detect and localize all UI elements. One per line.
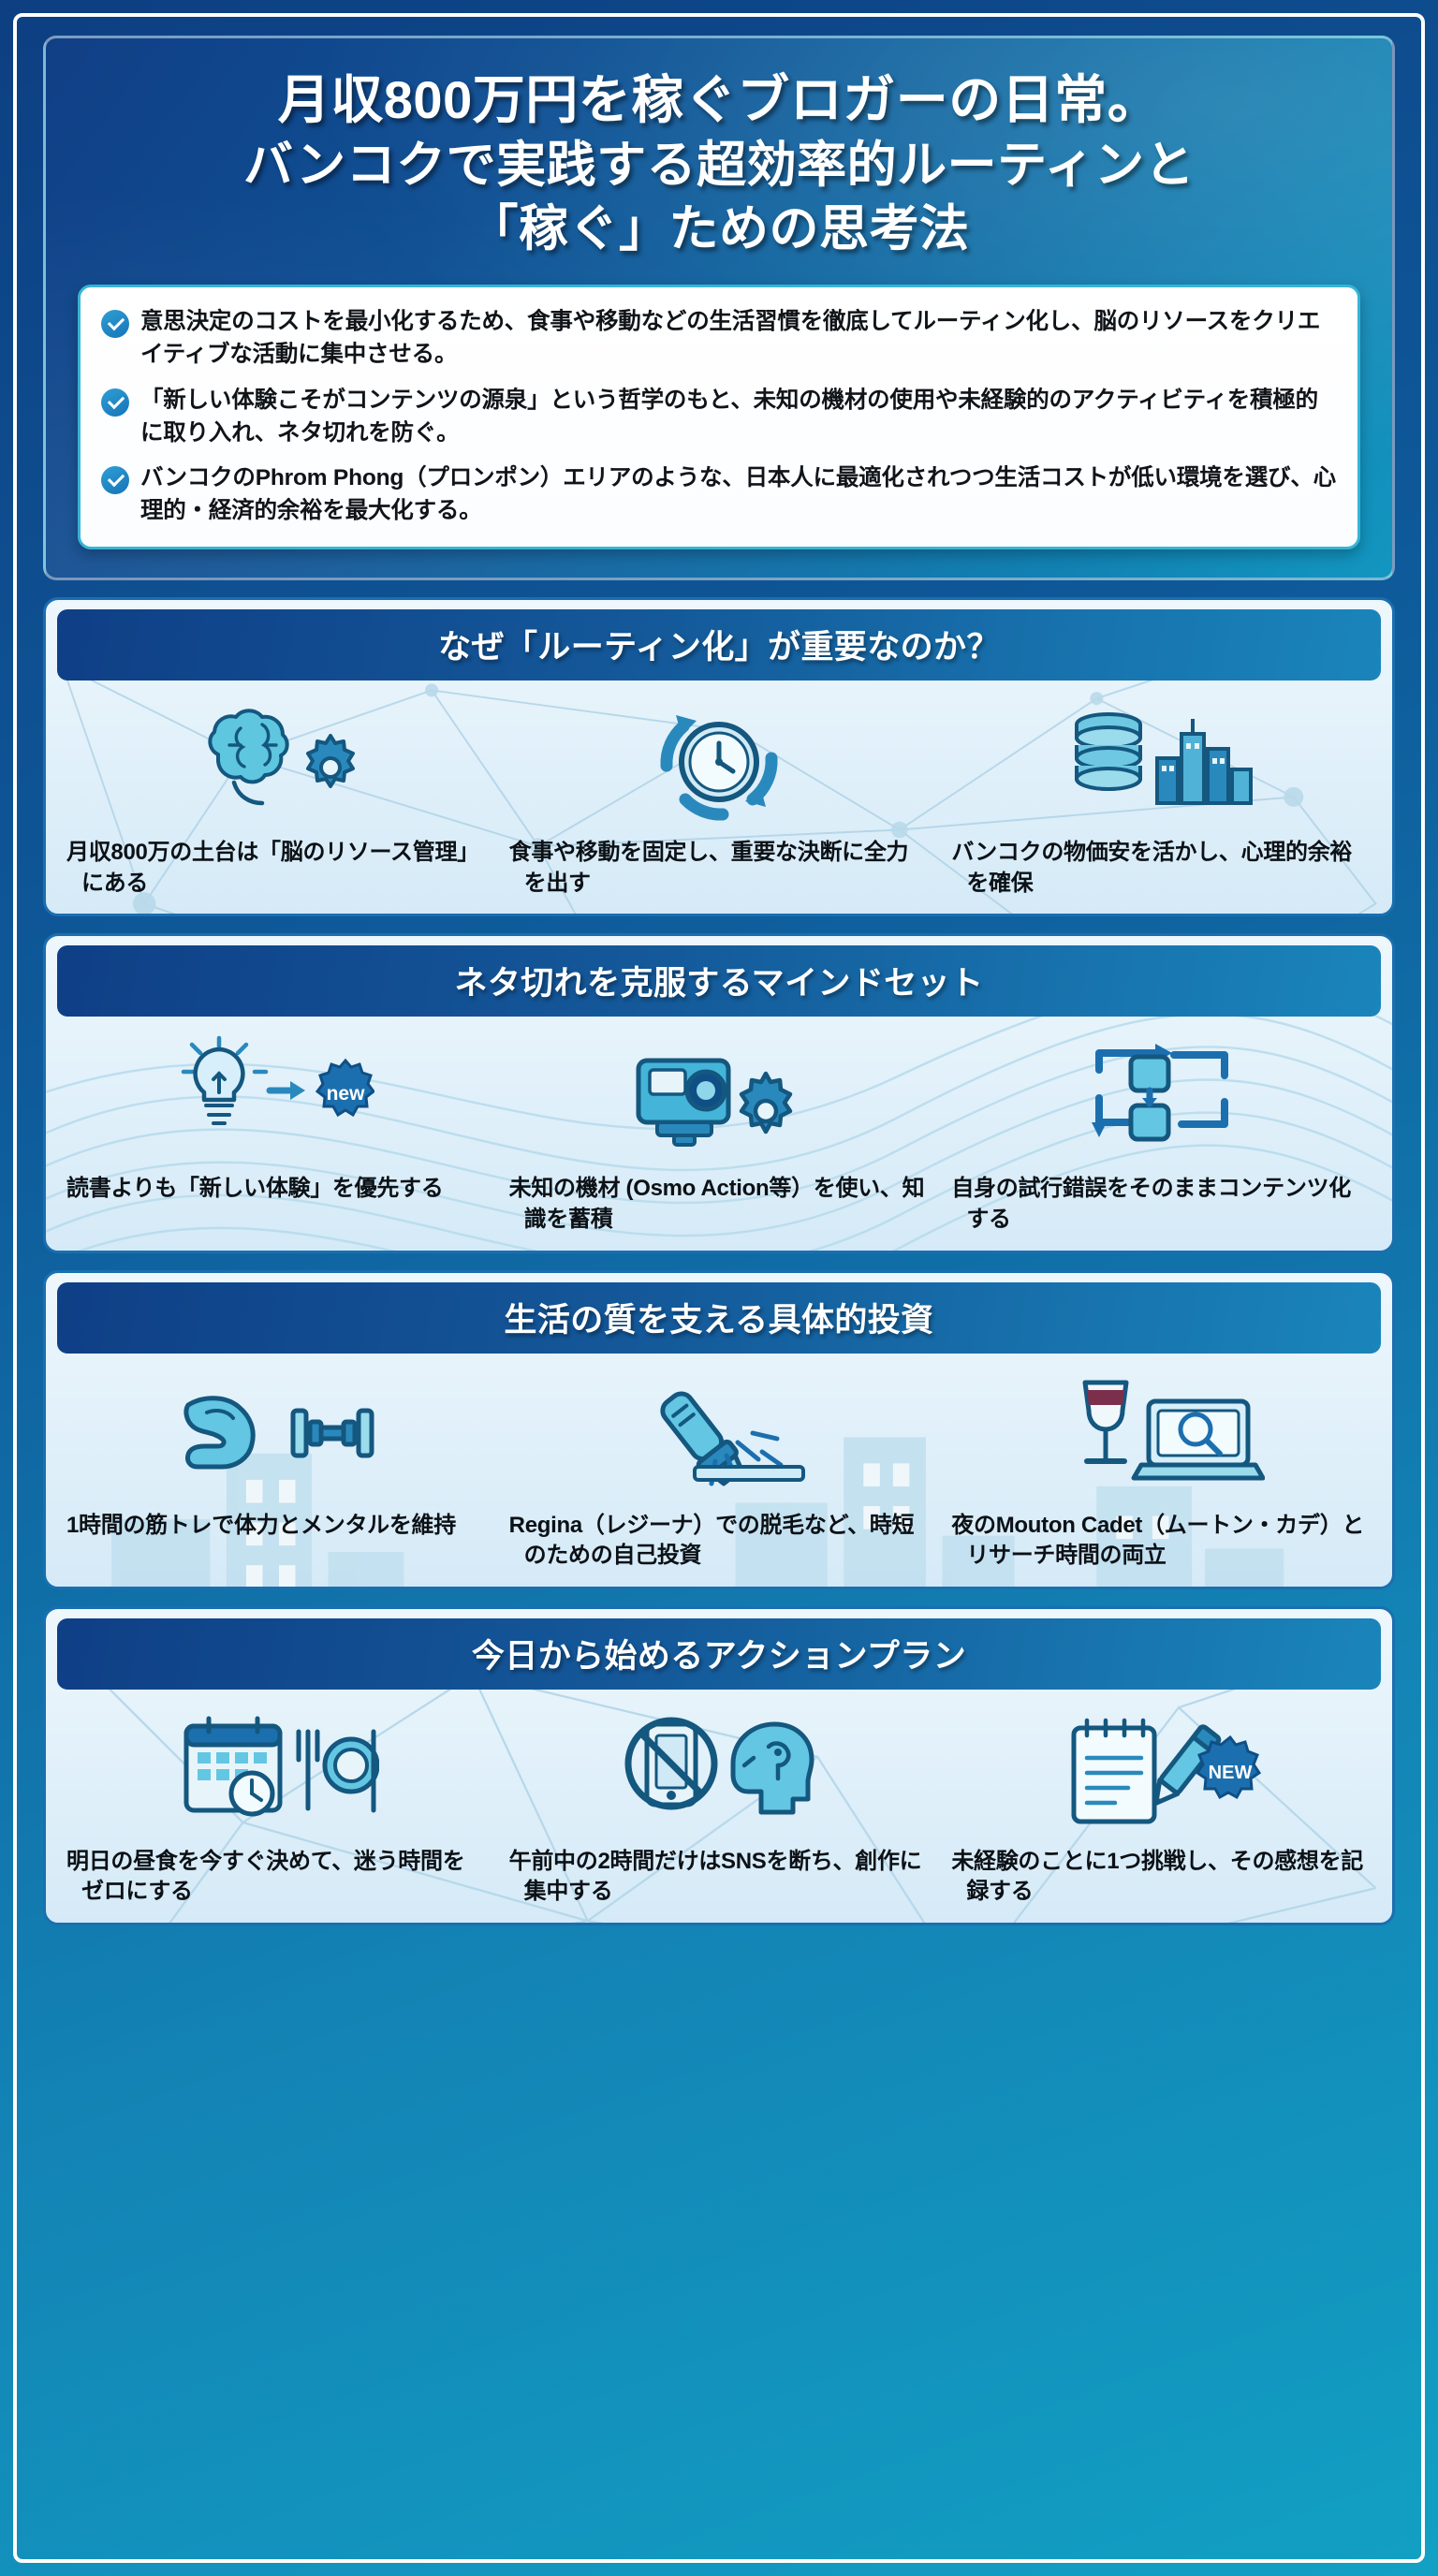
hero-header: 月収800万円を稼ぐブロガーの日常。 バンコクで実践する超効率的ルーティンと 「…	[43, 36, 1395, 581]
card-caption: 午前中の2時間だけはSNSを断ち、創作に集中する	[508, 1848, 922, 1905]
no-phone-focus-head-icon	[621, 1701, 817, 1841]
summary-item: 意思決定のコストを最小化するため、食事や移動などの生活習慣を徹底してルーティン化…	[101, 306, 1337, 372]
svg-text:NEW: NEW	[1208, 1763, 1252, 1783]
brain-gear-icon	[183, 692, 370, 832]
summary-item-text: 意思決定のコストを最小化するため、食事や移動などの生活習慣を徹底してルーティン化…	[140, 309, 1321, 368]
calendar-clock-cutlery-icon	[173, 1701, 380, 1841]
section-cards: 月収800万の土台は「脳のリソース管理」にある	[46, 681, 1392, 902]
section-cards: 1時間の筋トレで体力とメンタルを維持	[46, 1354, 1392, 1575]
section-heading: 今日から始めるアクションプラン	[57, 1617, 1381, 1690]
check-circle-icon	[101, 310, 129, 339]
card-caption: 月収800万の土台は「脳のリソース管理」にある	[66, 840, 479, 896]
card-caption: Regina（レジーナ）での脱毛など、時短のための自己投資	[508, 1512, 915, 1569]
card: 自身の試行錯誤をそのままコンテンツ化する	[940, 1022, 1383, 1238]
section-why-routine: なぜ「ルーティン化」が重要なのか？	[43, 597, 1395, 917]
cycle-blocks-icon	[1073, 1028, 1251, 1168]
summary-item: 「新しい体験こそがコンテンツの源泉」という哲学のもと、未知の機材の使用や未経験的…	[101, 385, 1337, 450]
title-line-2: バンコクで実践する超効率的ルーティンと	[243, 137, 1195, 193]
card: Regina（レジーナ）での脱毛など、時短のための自己投資	[498, 1359, 941, 1575]
summary-item-text: バンコクのPhrom Phong（プロンポン）エリアのような、日本人に最適化され…	[140, 465, 1336, 524]
section-action-plan: 今日から始めるアクションプラン	[43, 1605, 1395, 1926]
lightbulb-new-badge-icon: new	[178, 1028, 375, 1168]
section-investment: 生活の質を支える具体的投資	[43, 1269, 1395, 1589]
section-heading: なぜ「ルーティン化」が重要なのか？	[57, 609, 1381, 681]
section-mindset: ネタ切れを克服するマインドセット	[43, 933, 1395, 1253]
card-caption: 未経験のことに1つ挑戦し、その感想を記録する	[951, 1848, 1363, 1905]
network-dots-background	[60, 632, 1377, 915]
card: 夜のMouton Cadet（ムートン・カデ）とリサーチ時間の両立	[940, 1359, 1383, 1575]
card: 月収800万の土台は「脳のリソース管理」にある	[55, 686, 498, 902]
action-camera-gear-icon	[625, 1028, 813, 1168]
clock-cycle-icon	[635, 692, 803, 832]
summary-card: 意思決定のコストを最小化するため、食事や移動などの生活習慣を徹底してルーティン化…	[78, 285, 1360, 550]
card: 食事や移動を固定し、重要な決断に全力を出す	[498, 686, 941, 902]
card-caption: 夜のMouton Cadet（ムートン・カデ）とリサーチ時間の両立	[951, 1512, 1365, 1569]
page-title: 月収800万円を稼ぐブロガーの日常。 バンコクで実践する超効率的ルーティンと 「…	[78, 66, 1360, 260]
city-skyline-background	[111, 1436, 1284, 1587]
card: 1時間の筋トレで体力とメンタルを維持	[55, 1359, 498, 1575]
card: 午前中の2時間だけはSNSを断ち、創作に集中する	[498, 1695, 941, 1911]
card: 未知の機材 (Osmo Action等）を使い、知識を蓄積	[498, 1022, 941, 1238]
card-caption: 1時間の筋トレで体力とメンタルを維持	[66, 1512, 456, 1538]
section-heading: 生活の質を支える具体的投資	[57, 1281, 1381, 1354]
card-caption: 明日の昼食を今すぐ決めて、迷う時間をゼロにする	[66, 1848, 465, 1905]
wave-lines-background	[46, 978, 1392, 1251]
muscle-dumbbell-icon	[173, 1365, 379, 1505]
summary-item-text: 「新しい体験こそがコンテンツの源泉」という哲学のもと、未知の機材の使用や未経験的…	[140, 387, 1318, 446]
notepad-pencil-new-icon: NEW	[1059, 1701, 1265, 1841]
section-cards: new 読書よりも「新しい体験」を優先する	[46, 1017, 1392, 1238]
card-caption: 食事や移動を固定し、重要な決断に全力を出す	[508, 840, 909, 896]
card-caption: 未知の機材 (Osmo Action等）を使い、知識を蓄積	[508, 1176, 925, 1232]
coins-city-icon	[1064, 692, 1260, 832]
sections-container: なぜ「ルーティン化」が重要なのか？	[43, 597, 1395, 1926]
section-heading: ネタ切れを克服するマインドセット	[57, 945, 1381, 1017]
card: 明日の昼食を今すぐ決めて、迷う時間をゼロにする	[55, 1695, 498, 1911]
card-caption: バンコクの物価安を活かし、心理的余裕を確保	[951, 840, 1353, 896]
card-caption: 読書よりも「新しい体験」を優先する	[66, 1176, 444, 1202]
check-circle-icon	[101, 466, 129, 495]
wine-laptop-icon	[1059, 1365, 1265, 1505]
title-line-3: 「稼ぐ」ための思考法	[468, 200, 970, 256]
summary-item: バンコクのPhrom Phong（プロンポン）エリアのような、日本人に最適化され…	[101, 462, 1337, 528]
card-caption: 自身の試行錯誤をそのままコンテンツ化する	[951, 1176, 1351, 1232]
card: new 読書よりも「新しい体験」を優先する	[55, 1022, 498, 1238]
check-circle-icon	[101, 388, 129, 417]
card: NEW 未経験のことに1つ挑戦し、その感想を記録する	[940, 1695, 1383, 1911]
svg-text:new: new	[327, 1083, 366, 1105]
title-line-1: 月収800万円を稼ぐブロガーの日常。	[277, 70, 1161, 129]
card: バンコクの物価安を活かし、心理的余裕を確保	[940, 686, 1383, 902]
hair-removal-device-icon	[625, 1365, 813, 1505]
section-cards: 明日の昼食を今すぐ決めて、迷う時間をゼロにする	[46, 1690, 1392, 1911]
